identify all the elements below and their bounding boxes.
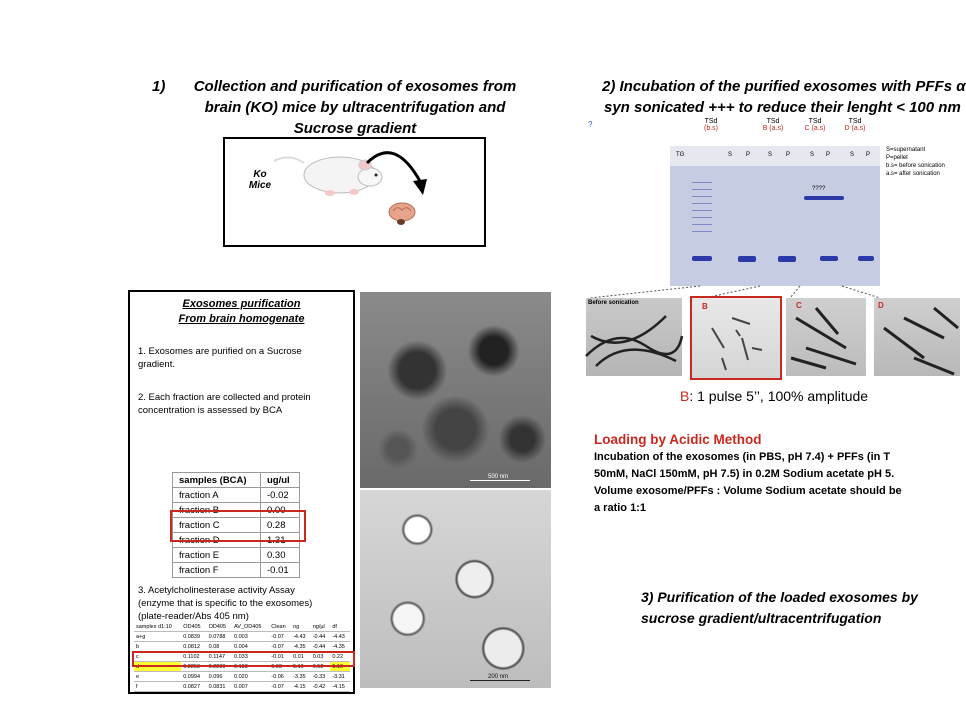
arrow-curve (365, 151, 427, 195)
ache-highlight (132, 651, 355, 667)
loading-method: Loading by Acidic Method Incubation of t… (594, 431, 960, 517)
tem-image-bottom: 200 nm (360, 490, 551, 688)
tem-image-top: 500 nm (360, 292, 551, 488)
bca-highlight (170, 510, 306, 542)
tem-c: C (786, 298, 866, 376)
step1-line2: gradient. (138, 359, 175, 370)
section2-title: 2) Incubation of the purified exosomes w… (602, 78, 966, 116)
step3-line1: 3. Acetylcholinesterase activity Assay (138, 585, 295, 596)
section1-number: 1) (152, 78, 166, 95)
tem-before-sonication: Before sonication (585, 298, 684, 376)
scale-bottom: 200 nm (488, 674, 509, 680)
gel-image: TG S P S P S P S P ???? (670, 146, 880, 286)
purification-heading-2: From brain homogenate (178, 313, 305, 325)
section3-title: 3) Purification of the loaded exosomes b… (641, 589, 918, 626)
tem-b: B (690, 296, 782, 380)
step3-line3: (plate-reader/Abs 405 nm) (138, 611, 249, 622)
purification-heading-1: Exosomes purification (182, 298, 301, 310)
step3-line2: (enzyme that is specific to the exosomes… (138, 598, 313, 609)
gel-unknown-label: ???? (812, 186, 826, 192)
table-row: samples (BCA)ug/ul (172, 472, 300, 488)
scale-top: 500 nm (488, 474, 509, 480)
pulse-caption: B: 1 pulse 5’’, 100% amplitude (680, 388, 869, 404)
tem-d: D (874, 298, 960, 376)
mice-box: Ko Mice (223, 137, 486, 247)
step2-line1: 2. Each fraction are collected and prote… (138, 392, 311, 403)
question-mark: ? (588, 120, 593, 129)
brain-icon (388, 202, 416, 225)
step2-line2: concentration is assessed by BCA (138, 405, 283, 416)
loading-title: Loading by Acidic Method (594, 432, 762, 447)
mice-label: Ko Mice (248, 169, 272, 191)
gel-guides (589, 285, 881, 299)
gel-legend: S=supernatant P=pellet b.s= before sonic… (886, 147, 945, 177)
purification-box: Exosomes purification From brain homogen… (128, 290, 355, 694)
table-row: fraction F-0.01 (172, 562, 300, 578)
step1-line1: 1. Exosomes are purified on a Sucrose (138, 346, 302, 357)
section1-title: 1) Collection and purification of exosom… (152, 78, 517, 137)
table-row: fraction A-0.02 (172, 487, 300, 503)
mouse-illustration (273, 156, 383, 196)
